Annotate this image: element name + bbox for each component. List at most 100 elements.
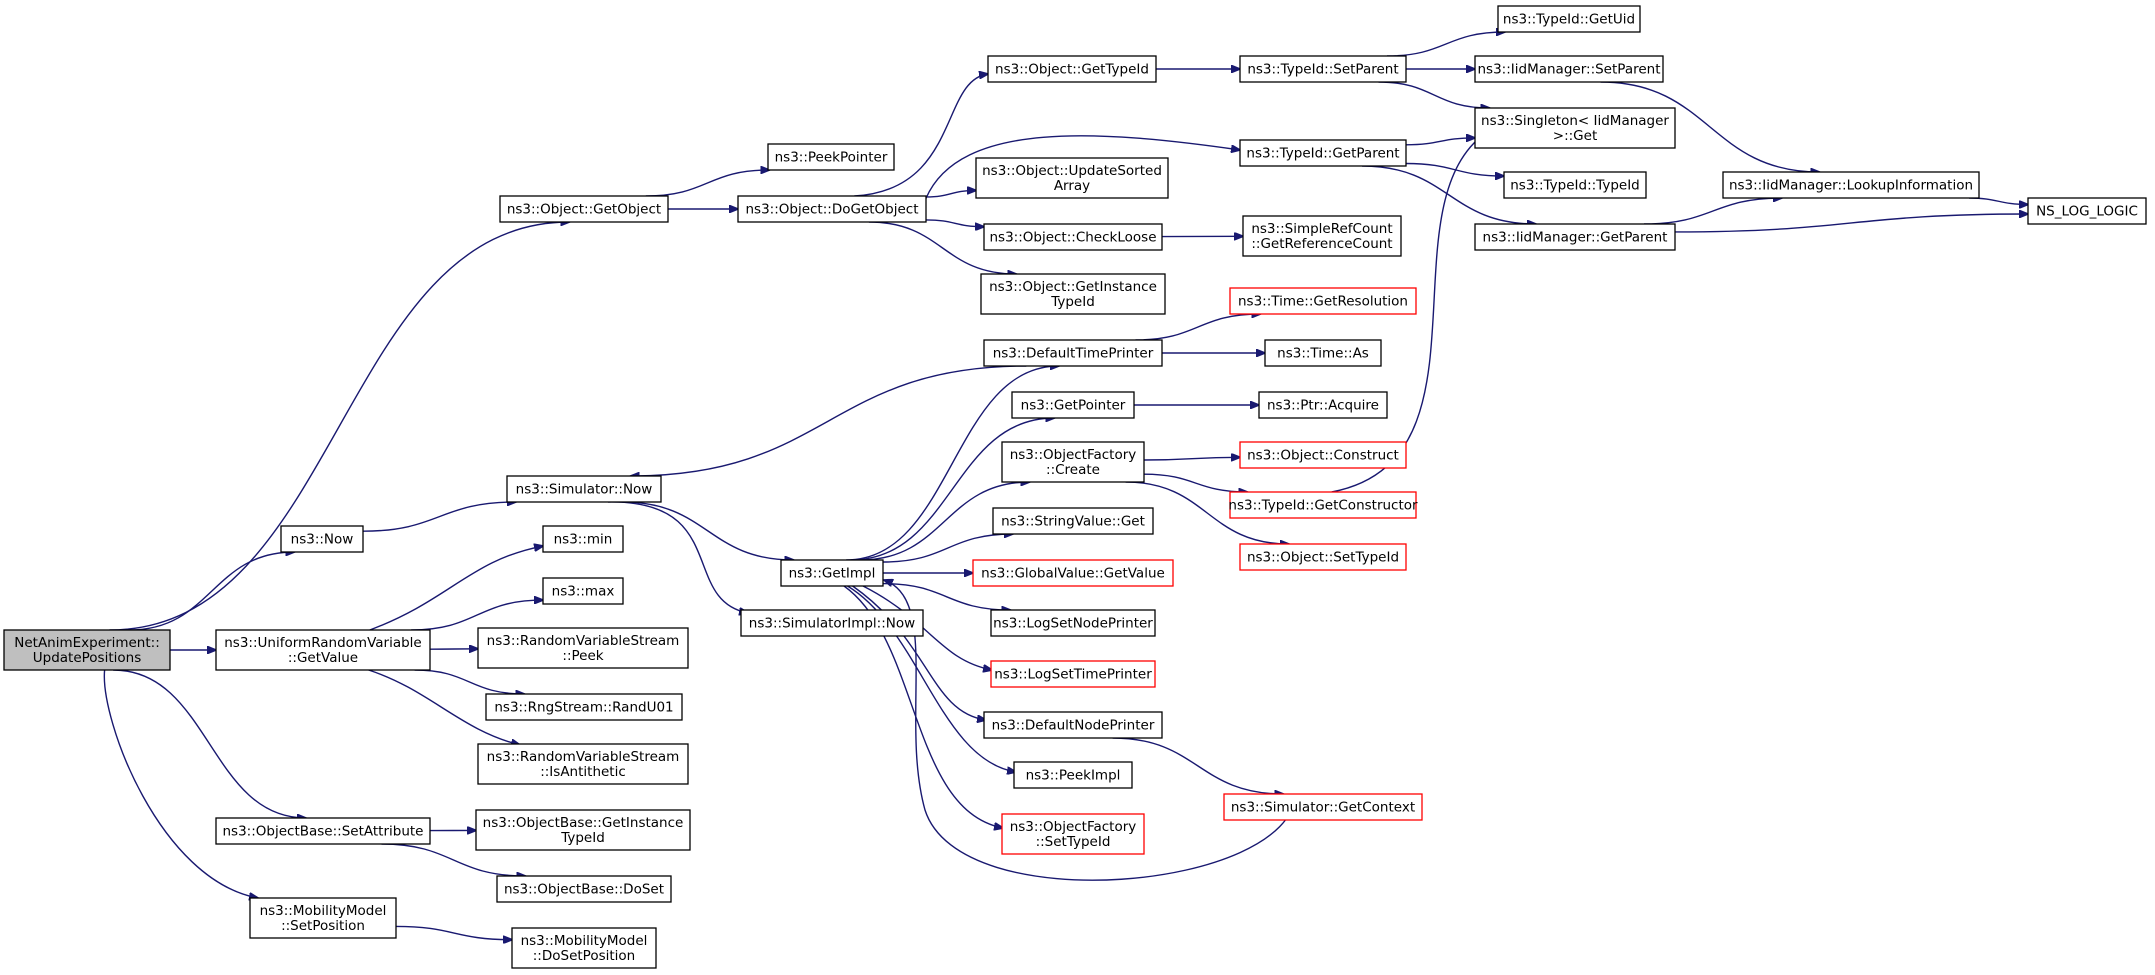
node-typeid_typeid[interactable]: ns3::TypeId::TypeId — [1503, 171, 1647, 199]
node-typeid_getuid[interactable]: ns3::TypeId::GetUid — [1497, 5, 1641, 33]
node-sim_now[interactable]: ns3::Simulator::Now — [506, 475, 662, 503]
node-label: ns3::IidManager::GetParent — [1483, 230, 1668, 246]
node-lookupinformation[interactable]: ns3::IidManager::LookupInformation — [1722, 171, 1980, 199]
node-getobject[interactable]: ns3::Object::GetObject — [499, 195, 669, 223]
node-box — [737, 195, 927, 223]
node-getpointer[interactable]: ns3::GetPointer — [1011, 391, 1135, 419]
node-globalvalue_getvalue[interactable]: ns3::GlobalValue::GetValue — [972, 559, 1174, 587]
node-doset[interactable]: ns3::ObjectBase::DoSet — [496, 875, 672, 903]
node-box — [542, 525, 624, 553]
node-urv_getvalue[interactable]: ns3::UniformRandomVariable::GetValue — [215, 629, 431, 671]
node-box — [987, 55, 1157, 83]
node-label: ns3::TypeId::GetConstructor — [1228, 498, 1418, 514]
node-box — [1001, 813, 1145, 855]
node-checkloose[interactable]: ns3::Object::CheckLoose — [983, 223, 1163, 251]
node-label: ns3::TypeId::SetParent — [1247, 62, 1398, 78]
node-box — [1474, 107, 1676, 149]
node-root[interactable]: NetAnimExperiment::UpdatePositions — [3, 629, 171, 671]
node-label: ns3::ObjectBase::SetAttribute — [223, 824, 424, 840]
edge-getimpl-to-peekimpl — [847, 585, 1017, 772]
node-getimpl[interactable]: ns3::GetImpl — [780, 559, 884, 587]
node-label: ns3::MobilityModel — [260, 903, 387, 919]
node-box — [1264, 339, 1382, 367]
node-box — [542, 577, 624, 605]
node-label: ns3::Object::SetTypeId — [1247, 550, 1399, 566]
node-setattribute[interactable]: ns3::ObjectBase::SetAttribute — [215, 817, 431, 845]
edge-urv_getvalue-to-randu01 — [414, 669, 525, 694]
node-stringvalue_get[interactable]: ns3::StringValue::Get — [992, 507, 1154, 535]
edge-sim_now-to-simimpl_now — [608, 501, 748, 613]
node-logsetnodeprinter[interactable]: ns3::LogSetNodePrinter — [990, 609, 1156, 637]
node-obj_construct[interactable]: ns3::Object::Construct — [1239, 441, 1407, 469]
node-defaulttimeprinter[interactable]: ns3::DefaultTimePrinter — [983, 339, 1163, 367]
node-typeid_setparent[interactable]: ns3::TypeId::SetParent — [1239, 55, 1407, 83]
node-rvs_peek[interactable]: ns3::RandomVariableStream::Peek — [477, 627, 689, 669]
node-peekimpl[interactable]: ns3::PeekImpl — [1013, 761, 1133, 789]
node-box — [1242, 215, 1402, 257]
node-ptr_acquire[interactable]: ns3::Ptr::Acquire — [1258, 391, 1388, 419]
node-mm_setposition[interactable]: ns3::MobilityModel::SetPosition — [249, 897, 397, 939]
node-of_settypeid[interactable]: ns3::ObjectFactory::SetTypeId — [1001, 813, 1145, 855]
node-min[interactable]: ns3::min — [542, 525, 624, 553]
node-typeid_getconstructor[interactable]: ns3::TypeId::GetConstructor — [1228, 491, 1418, 519]
node-label: ns3::TypeId::TypeId — [1510, 178, 1640, 194]
node-box — [992, 507, 1154, 535]
edge-defaultnodeprinter-to-sim_getcontext — [1112, 737, 1284, 794]
node-box — [990, 609, 1156, 637]
node-isantithetic[interactable]: ns3::RandomVariableStream::IsAntithetic — [477, 743, 689, 785]
node-box — [3, 629, 171, 671]
node-simimpl_now[interactable]: ns3::SimulatorImpl::Now — [740, 609, 924, 637]
node-label: ns3::DefaultNodePrinter — [992, 718, 1155, 734]
node-label: ns3::ObjectBase::GetInstance — [483, 815, 684, 831]
node-typeid_getparent[interactable]: ns3::TypeId::GetParent — [1239, 139, 1407, 167]
node-ns_log_logic[interactable]: NS_LOG_LOGIC — [2027, 197, 2147, 225]
node-time_getresolution[interactable]: ns3::Time::GetResolution — [1229, 287, 1417, 315]
node-label: ns3::RandomVariableStream — [487, 633, 680, 649]
node-label: ns3::IidManager::SetParent — [1478, 62, 1661, 78]
node-of_create[interactable]: ns3::ObjectFactory::Create — [1001, 441, 1145, 483]
edge-of_create-to-typeid_getconstructor — [1143, 473, 1247, 492]
node-label: ns3::PeekPointer — [775, 150, 888, 166]
node-iid_setparent[interactable]: ns3::IidManager::SetParent — [1474, 55, 1664, 83]
edge-typeid_getparent-to-iid_getparent — [1361, 165, 1536, 224]
node-label: ns3::min — [554, 532, 613, 548]
node-sim_getcontext[interactable]: ns3::Simulator::GetContext — [1223, 793, 1423, 821]
node-time_as[interactable]: ns3::Time::As — [1264, 339, 1382, 367]
node-max[interactable]: ns3::max — [542, 577, 624, 605]
node-label: ns3::Object::Construct — [1247, 448, 1399, 464]
node-box — [499, 195, 669, 223]
node-label: >::Get — [1553, 128, 1597, 144]
node-now[interactable]: ns3::Now — [280, 525, 364, 553]
node-box — [475, 809, 691, 851]
node-label: ns3::Time::GetResolution — [1238, 294, 1408, 310]
node-box — [740, 609, 924, 637]
edge-getimpl-to-of_create — [860, 482, 1029, 561]
node-label: ns3::Simulator::Now — [516, 482, 653, 498]
node-randu01[interactable]: ns3::RngStream::RandU01 — [485, 693, 683, 721]
node-defaultnodeprinter[interactable]: ns3::DefaultNodePrinter — [983, 711, 1163, 739]
node-box — [983, 223, 1163, 251]
node-dosetposition[interactable]: ns3::MobilityModel::DoSetPosition — [511, 927, 657, 969]
node-label: ns3::TypeId::GetUid — [1503, 12, 1635, 28]
node-singleton_get[interactable]: ns3::Singleton< IidManager >::Get — [1474, 107, 1676, 149]
node-peekpointer[interactable]: ns3::PeekPointer — [767, 143, 895, 171]
node-obj_settypeid[interactable]: ns3::Object::SetTypeId — [1239, 543, 1407, 571]
edge-getimpl-to-defaulttimeprinter — [846, 366, 1059, 561]
node-dogetobject[interactable]: ns3::Object::DoGetObject — [737, 195, 927, 223]
node-label: ns3::Object::GetTypeId — [995, 62, 1149, 78]
node-getreferencecount[interactable]: ns3::SimpleRefCount::GetReferenceCount — [1242, 215, 1402, 257]
node-box — [511, 927, 657, 969]
node-label: ::DoSetPosition — [533, 948, 635, 964]
edge-typeid_setparent-to-typeid_getuid — [1386, 32, 1505, 57]
node-label: ::SetTypeId — [1036, 834, 1111, 850]
node-box — [975, 157, 1169, 199]
node-obj_gettypeid[interactable]: ns3::Object::GetTypeId — [987, 55, 1157, 83]
node-iid_getparent[interactable]: ns3::IidManager::GetParent — [1474, 223, 1676, 251]
node-box — [1229, 287, 1417, 315]
node-label: NS_LOG_LOGIC — [2036, 204, 2138, 220]
node-logsettimeprinter[interactable]: ns3::LogSetTimePrinter — [990, 660, 1156, 688]
node-box — [496, 875, 672, 903]
